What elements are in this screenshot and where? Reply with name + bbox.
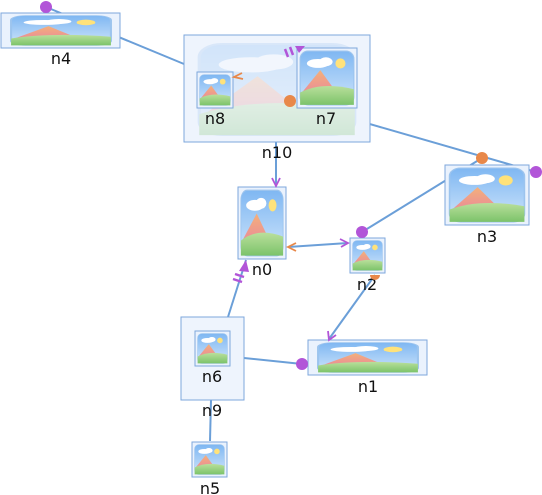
image-icon <box>197 333 228 364</box>
node-label: n6 <box>202 367 222 386</box>
image-icon <box>199 74 231 106</box>
node-label: n3 <box>477 227 497 246</box>
purple-bar-marker <box>288 46 295 56</box>
node-n7[interactable]: n7 <box>296 47 358 128</box>
edge-n2-n0 <box>287 242 349 248</box>
node-n1[interactable]: n1 <box>307 339 428 396</box>
node-n2[interactable]: n2 <box>349 237 386 294</box>
image-icon <box>10 15 112 46</box>
image-icon <box>352 240 383 271</box>
image-icon <box>299 50 355 106</box>
edge-n9-n1 <box>243 357 303 365</box>
node-label: n9 <box>202 401 222 420</box>
edge-markers <box>40 1 542 370</box>
node-label: n5 <box>200 479 220 495</box>
purple-arrowhead-marker <box>327 330 337 342</box>
image-icon <box>317 342 419 373</box>
purple-arrowhead-marker <box>271 177 281 189</box>
purple-bar-marker <box>234 272 245 279</box>
node-label: n7 <box>316 109 336 128</box>
node-n0[interactable]: n0 <box>237 186 287 279</box>
node-label: n10 <box>262 143 293 162</box>
orange-dot-marker <box>476 152 488 164</box>
node-label: n1 <box>358 377 378 396</box>
purple-dot-marker <box>356 226 368 238</box>
node-label: n8 <box>205 109 225 128</box>
purple-bar-marker <box>232 277 243 284</box>
node-label: n2 <box>357 275 377 294</box>
image-icon <box>194 444 225 475</box>
purple-dot-marker <box>296 358 308 370</box>
orange-arrowhead-marker <box>285 242 297 252</box>
node-n5[interactable]: n5 <box>191 441 228 495</box>
node-label: n0 <box>252 260 272 279</box>
purple-dot-marker <box>530 166 542 178</box>
purple-bar-marker <box>283 48 290 58</box>
node-label: n4 <box>51 49 71 68</box>
edge-n9-n5 <box>209 399 212 442</box>
purple-arrowhead-marker <box>339 238 350 248</box>
purple-triangle-marker <box>295 46 305 53</box>
image-icon <box>240 189 284 257</box>
orange-dot-marker <box>284 95 296 107</box>
node-n8[interactable]: n8 <box>196 71 234 128</box>
image-icon <box>448 167 526 223</box>
purple-dot-marker <box>40 1 52 13</box>
node-n4[interactable]: n4 <box>0 12 121 68</box>
node-n3[interactable]: n3 <box>444 164 530 246</box>
edge-n2-n1 <box>328 274 376 340</box>
orange-arrowhead-marker <box>231 72 244 80</box>
purple-triangle-marker <box>239 260 249 272</box>
orange-dot-marker <box>370 275 380 280</box>
node-n6[interactable]: n6 <box>194 330 231 386</box>
